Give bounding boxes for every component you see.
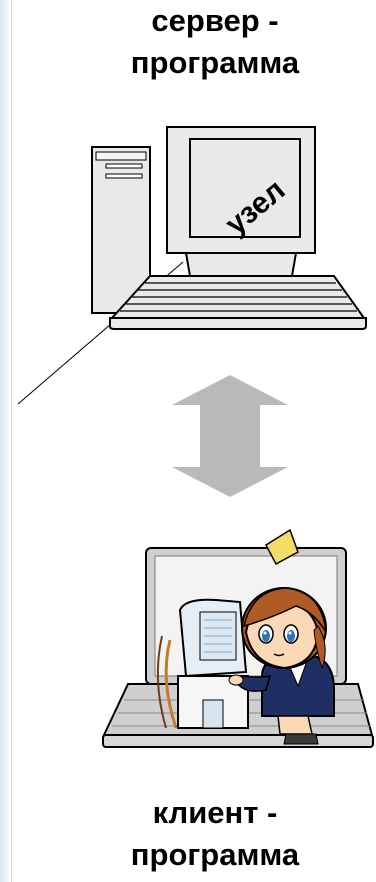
client-heading-line1: клиент -	[60, 792, 370, 834]
client-laptop-icon	[103, 530, 373, 747]
client-heading-line2: программа	[60, 834, 370, 876]
client-heading: клиент - программа	[60, 792, 370, 876]
double-arrow-icon	[172, 375, 288, 497]
